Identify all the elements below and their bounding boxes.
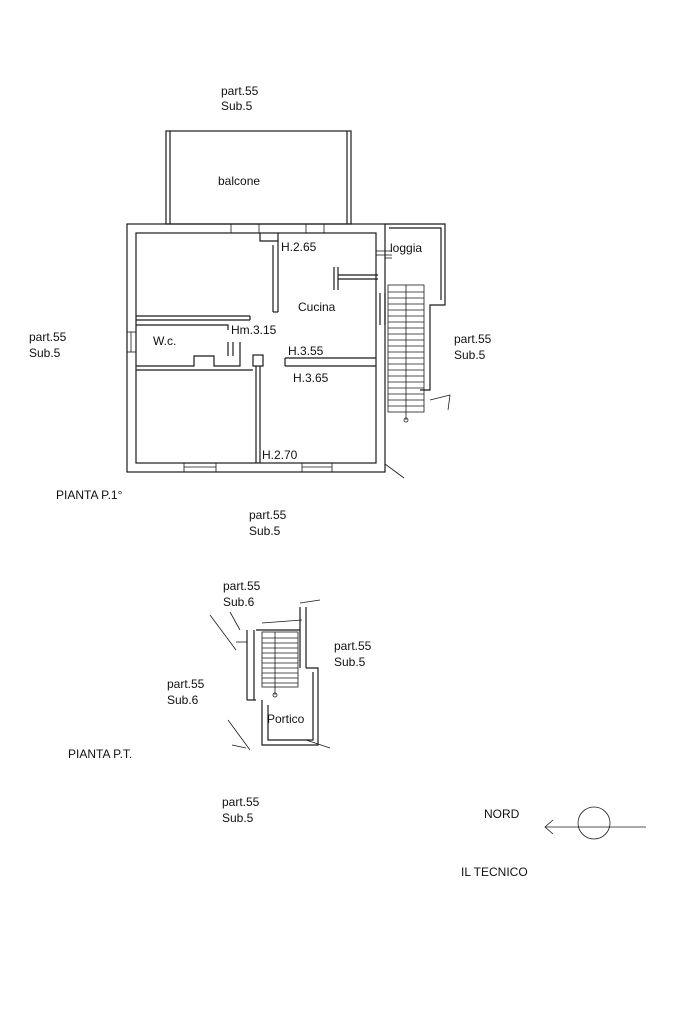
label-mid-part: part.55 (249, 508, 287, 522)
label-pianta-pt: PIANTA P.T. (68, 747, 132, 761)
label-left-sub: Sub.5 (29, 346, 61, 360)
north-arrow (544, 806, 646, 840)
label-nord: NORD (484, 807, 520, 821)
first-floor-stair (387, 284, 425, 423)
label-portico: Portico (267, 712, 305, 726)
label-pt-top-sub: Sub.6 (223, 595, 255, 609)
label-bottom-part: part.55 (222, 795, 260, 809)
label-pt-left-sub: Sub.6 (167, 693, 199, 707)
label-loggia: loggia (390, 241, 422, 255)
label-h365: H.3.65 (293, 371, 329, 385)
label-top-part: part.55 (221, 84, 259, 98)
label-pt-right-sub: Sub.5 (334, 655, 366, 669)
label-h355: H.3.55 (288, 344, 324, 358)
label-wc: W.c. (153, 334, 176, 348)
label-pt-right-part: part.55 (334, 639, 372, 653)
label-tecnico: IL TECNICO (461, 865, 528, 879)
label-cucina: Cucina (298, 300, 336, 314)
label-h265: H.2.65 (281, 240, 317, 254)
label-left-part: part.55 (29, 330, 67, 344)
label-bottom-sub: Sub.5 (222, 811, 254, 825)
ground-floor-plan (209, 599, 331, 751)
label-pt-left-part: part.55 (167, 677, 205, 691)
label-mid-sub: Sub.5 (249, 524, 281, 538)
label-pianta-p1: PIANTA P.1° (56, 488, 123, 502)
label-right-part: part.55 (454, 332, 492, 346)
label-top-sub: Sub.5 (221, 99, 253, 113)
label-hm315: Hm.3.15 (231, 323, 277, 337)
first-floor-plan (126, 130, 451, 479)
label-right-sub: Sub.5 (454, 348, 486, 362)
label-pt-top-part: part.55 (223, 579, 261, 593)
label-h270: H.2.70 (262, 448, 298, 462)
label-balcone: balcone (218, 174, 260, 188)
